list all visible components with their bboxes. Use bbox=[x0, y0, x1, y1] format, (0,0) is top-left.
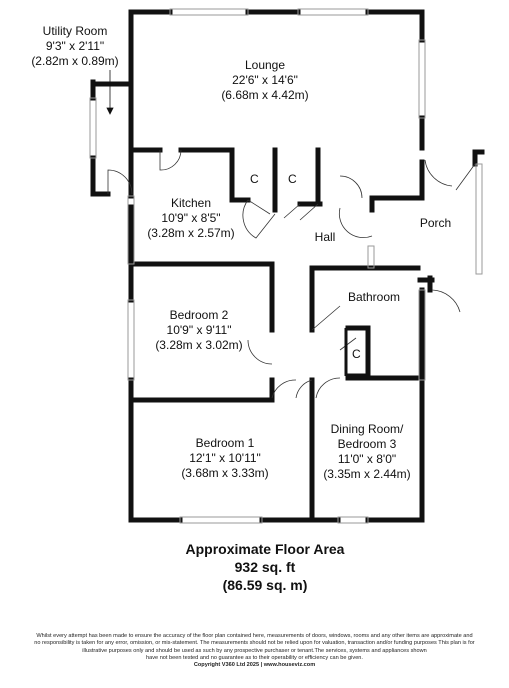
room-name: Lounge bbox=[244, 58, 286, 72]
doors bbox=[107, 149, 476, 399]
disclaimer: Whilst every attempt has been made to en… bbox=[6, 633, 503, 669]
disclaimer-line: no responsibility is taken for any error… bbox=[34, 640, 475, 647]
disclaimer-line: illustrative purposes only and should be… bbox=[82, 647, 427, 654]
bedroom-1-label: Bedroom 1 12'1" x 10'11" (3.68m x 3.33m) bbox=[170, 436, 280, 481]
room-name: Dining Room/ bbox=[330, 422, 404, 436]
bedroom-2-label: Bedroom 2 10'9" x 9'11" (3.28m x 3.02m) bbox=[144, 308, 254, 353]
room-name: Hall bbox=[314, 230, 336, 244]
disclaimer-line: have not been tested and no guarantee as… bbox=[146, 654, 363, 661]
room-size-imperial: 9'3" x 2'11" bbox=[45, 39, 105, 53]
disclaimer-line: Whilst every attempt has been made to en… bbox=[36, 633, 473, 639]
room-name: Porch bbox=[419, 216, 452, 230]
floor-area-sqm: (86.59 sq. m) bbox=[222, 577, 308, 593]
utility-room-label: Utility Room 9'3" x 2'11" (2.82m x 0.89m… bbox=[25, 24, 125, 69]
room-size-metric: (2.82m x 0.89m) bbox=[31, 54, 119, 68]
lounge-label: Lounge 22'6" x 14'6" (6.68m x 4.42m) bbox=[210, 58, 320, 103]
closet-label-3: C bbox=[352, 347, 361, 361]
windows bbox=[89, 8, 483, 524]
kitchen-label: Kitchen 10'9" x 8'5" (3.28m x 2.57m) bbox=[136, 196, 246, 241]
room-size-metric: (3.28m x 2.57m) bbox=[147, 226, 235, 240]
room-size-imperial: 22'6" x 14'6" bbox=[232, 73, 298, 87]
room-size-imperial: 12'1" x 10'11" bbox=[189, 451, 261, 465]
walls bbox=[90, 9, 485, 523]
porch-label: Porch bbox=[408, 216, 463, 231]
floor-area-summary: Approximate Floor Area 932 sq. ft (86.59… bbox=[130, 540, 400, 594]
room-name: Bathroom bbox=[347, 290, 401, 304]
room-size-metric: (6.68m x 4.42m) bbox=[221, 88, 309, 102]
room-size-imperial: 10'9" x 8'5" bbox=[161, 211, 221, 225]
room-size-imperial: 10'9" x 9'11" bbox=[166, 323, 232, 337]
copyright: Copyright V360 Ltd 2025 | www.houseviz.c… bbox=[193, 662, 316, 669]
closet-label-1: C bbox=[250, 172, 259, 186]
room-name: Utility Room bbox=[42, 24, 108, 38]
room-name-alt: Bedroom 3 bbox=[337, 437, 397, 451]
bathroom-label: Bathroom bbox=[338, 290, 410, 305]
room-size-metric: (3.28m x 3.02m) bbox=[155, 338, 243, 352]
room-name: Bedroom 2 bbox=[169, 308, 229, 322]
room-size-metric: (3.68m x 3.33m) bbox=[181, 466, 269, 480]
room-size-metric: (3.35m x 2.44m) bbox=[323, 467, 411, 481]
room-name: Bedroom 1 bbox=[195, 436, 255, 450]
room-size-imperial: 11'0" x 8'0" bbox=[337, 452, 397, 466]
floor-area-sqft: 932 sq. ft bbox=[234, 559, 296, 575]
room-name: Kitchen bbox=[170, 196, 212, 210]
floor-area-title: Approximate Floor Area bbox=[185, 541, 345, 557]
dining-room-label: Dining Room/ Bedroom 3 11'0" x 8'0" (3.3… bbox=[314, 422, 420, 482]
closet-label-2: C bbox=[288, 172, 297, 186]
utility-arrow bbox=[106, 70, 114, 115]
hall-label: Hall bbox=[300, 230, 350, 245]
